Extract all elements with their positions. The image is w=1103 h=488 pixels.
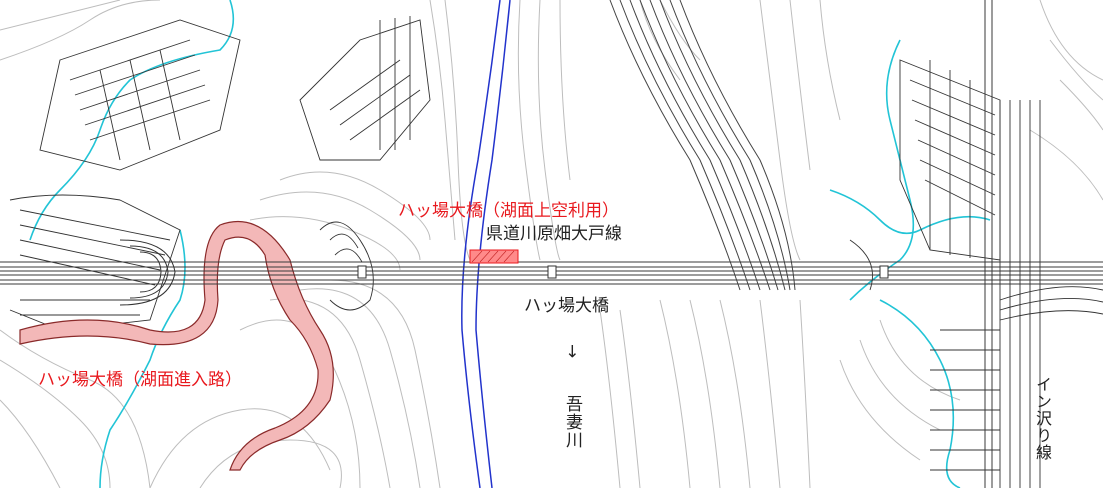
air-use-hatch bbox=[471, 250, 515, 263]
label-bridge-lake-access: ハッ場大橋（湖面進入路） bbox=[38, 370, 242, 390]
left-abutment bbox=[119, 239, 176, 306]
main-road bbox=[0, 261, 1103, 285]
right-vertical-road bbox=[984, 0, 993, 488]
left-structures bbox=[9, 16, 431, 331]
bridge-pier-3 bbox=[879, 265, 889, 279]
label-railway-line: イン沢り線 bbox=[1033, 376, 1052, 461]
label-bridge-lake-air-use: ハッ場大橋（湖面上空利用） bbox=[398, 201, 619, 221]
right-structures bbox=[849, 59, 1103, 488]
label-prefectural-road: 県道川原畑大戸線 bbox=[486, 224, 622, 244]
lake-access-road bbox=[19, 221, 334, 471]
label-river-name: 吾妻川 bbox=[562, 395, 582, 449]
bridge-pier-2 bbox=[547, 265, 557, 279]
bridge-pier-1 bbox=[357, 265, 367, 279]
label-river-arrow: → bbox=[562, 344, 582, 360]
boundary-lines bbox=[29, 0, 991, 488]
label-bridge-name: ハッ場大橋 bbox=[524, 296, 609, 316]
river-lines bbox=[461, 0, 511, 488]
hill-contours bbox=[609, 0, 796, 291]
